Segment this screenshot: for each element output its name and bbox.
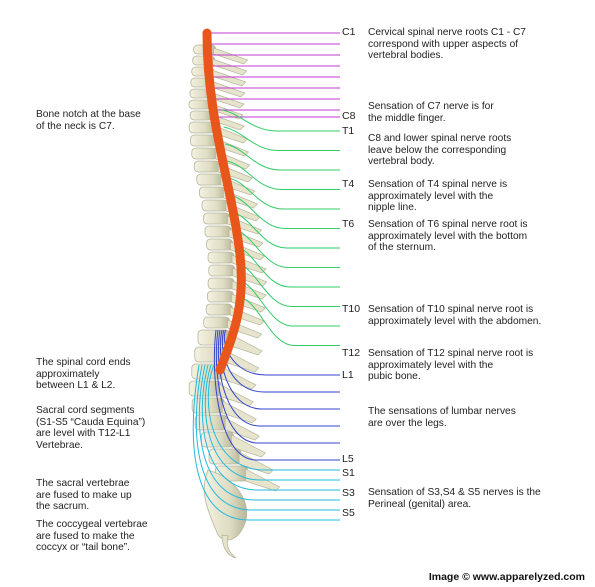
note-lumbar: The sensations of lumbar nerves are over… bbox=[368, 406, 516, 429]
nerve-root-line bbox=[192, 364, 340, 521]
level-label-c8: C8 bbox=[342, 110, 356, 122]
level-label-t12: T12 bbox=[342, 347, 361, 359]
nerve-root-line bbox=[195, 364, 340, 511]
nerve-root-line bbox=[228, 177, 340, 210]
nerve-root-line bbox=[221, 109, 340, 132]
note-t6-sensation: Sensation of T6 spinal nerve root is app… bbox=[368, 219, 528, 254]
note-c8-lower: C8 and lower spinal nerve roots leave be… bbox=[368, 133, 512, 168]
level-label-s1: S1 bbox=[342, 467, 355, 479]
coccyx bbox=[221, 534, 237, 559]
nerve-root-line bbox=[223, 329, 340, 376]
nerve-root-line bbox=[226, 160, 340, 190]
nerve-root-line bbox=[239, 296, 340, 346]
note-cord-ends: The spinal cord ends approximately betwe… bbox=[36, 357, 131, 392]
note-t10-sensation: Sensation of T10 spinal nerve root is ap… bbox=[368, 304, 542, 327]
nerve-root-line bbox=[213, 329, 340, 461]
note-t12-sensation: Sensation of T12 spinal nerve root is ap… bbox=[368, 348, 534, 383]
level-label-s3: S3 bbox=[342, 487, 355, 499]
level-label-t4: T4 bbox=[342, 178, 355, 190]
nerve-root-line bbox=[225, 143, 340, 171]
vertebra bbox=[189, 88, 245, 109]
spinal-cord bbox=[202, 28, 246, 375]
nerve-root-line bbox=[219, 329, 340, 410]
note-coccyx: The coccygeal vertebrae are fused to mak… bbox=[36, 519, 148, 554]
spinal-nerve-lines bbox=[192, 32, 340, 521]
nerve-root-line bbox=[215, 329, 340, 444]
nerve-root-line bbox=[207, 364, 340, 471]
level-label-l5: L5 bbox=[342, 453, 354, 465]
nerve-root-line bbox=[201, 364, 340, 491]
vertebra bbox=[197, 329, 263, 356]
sacrum bbox=[203, 469, 248, 541]
nerve-root-line bbox=[198, 364, 340, 501]
note-c7-sensation: Sensation of C7 nerve is for the middle … bbox=[368, 101, 494, 124]
image-credit: Image © www.apparelyzed.com bbox=[428, 571, 585, 583]
level-label-t1: T1 bbox=[342, 125, 355, 137]
nerve-root-line bbox=[217, 329, 340, 427]
nerve-root-line bbox=[221, 329, 340, 393]
vertebra bbox=[188, 121, 248, 144]
note-t4-sensation: Sensation of T4 spinal nerve is approxim… bbox=[368, 179, 508, 214]
vertebra bbox=[188, 380, 254, 407]
level-label-s5: S5 bbox=[342, 507, 355, 519]
nerve-root-line bbox=[229, 194, 340, 229]
note-sacral-cord: Sacral cord segments (S1-S5 “Cauda Equin… bbox=[36, 405, 146, 451]
level-label-t6: T6 bbox=[342, 218, 355, 230]
nerve-root-line bbox=[223, 126, 340, 151]
level-label-l1: L1 bbox=[342, 369, 354, 381]
note-cervical-roots: Cervical spinal nerve roots C1 - C7 corr… bbox=[368, 27, 526, 62]
note-sacrum: The sacral vertebrae are fused to make u… bbox=[36, 478, 132, 513]
note-sacral-sensation: Sensation of S3,S4 & S5 nerves is the Pe… bbox=[368, 487, 541, 510]
nerve-root-line bbox=[204, 364, 340, 481]
vertebral-column bbox=[188, 44, 281, 559]
level-label-t10: T10 bbox=[342, 303, 361, 315]
level-label-c1: C1 bbox=[342, 26, 356, 38]
note-c7-notch: Bone notch at the base of the neck is C7… bbox=[36, 109, 141, 132]
